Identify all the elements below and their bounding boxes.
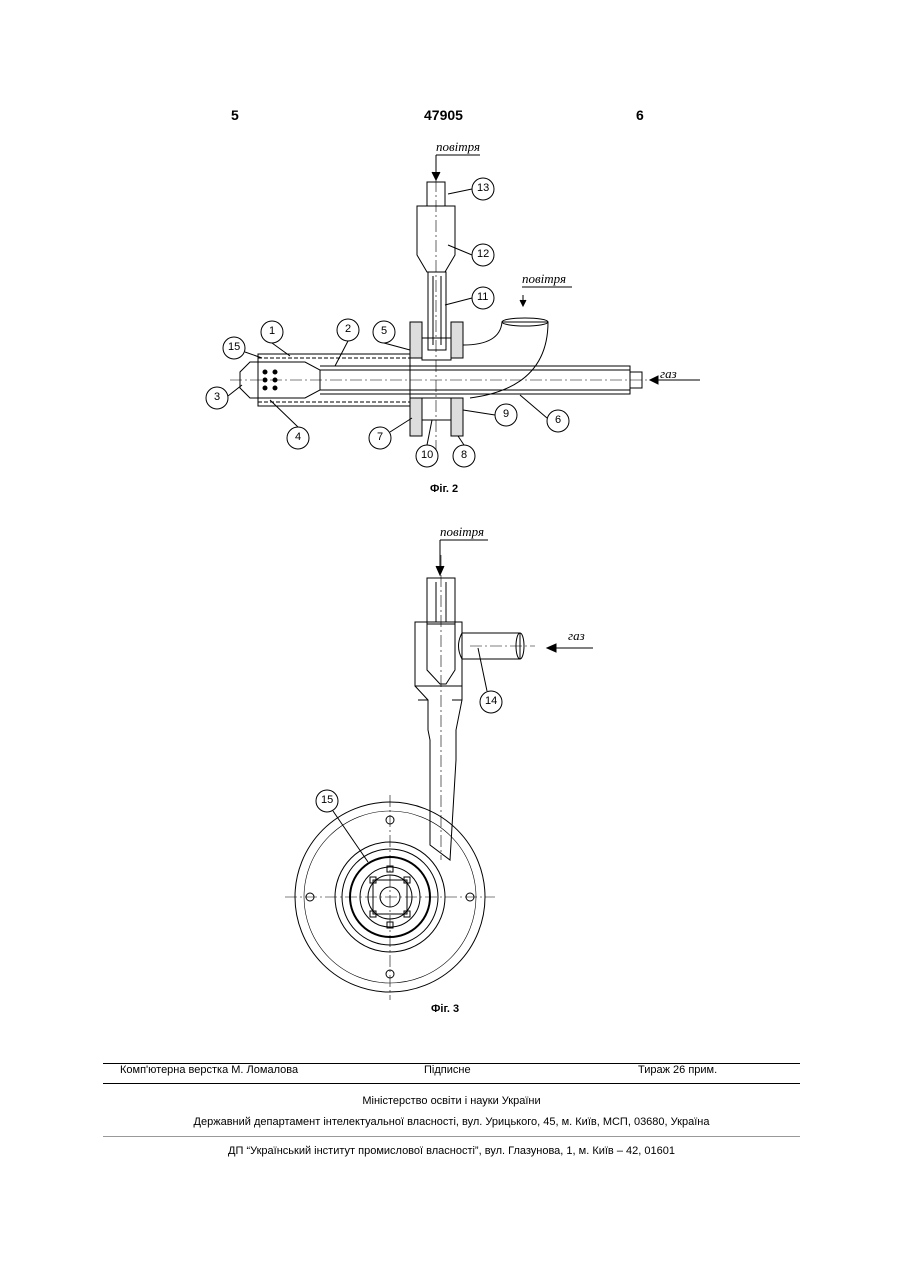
footer-rule-bottom	[103, 1136, 800, 1137]
ministry: Міністерство освіти і науки України	[103, 1095, 800, 1107]
circulation: Тираж 26 прим.	[638, 1064, 717, 1076]
fig3-callout-14: 14	[485, 695, 497, 707]
layout-credit: Комп'ютерна верстка М. Ломалова	[120, 1064, 298, 1076]
department: Державний департамент інтелектуальної вл…	[103, 1116, 800, 1128]
fig3-air-label: повітря	[440, 524, 484, 540]
footer-rule-mid	[103, 1083, 800, 1084]
signed-label: Підписне	[424, 1064, 471, 1076]
fig3-diffuser	[415, 686, 462, 860]
fig3-callout-15: 15	[321, 794, 333, 806]
fig3-gas-label: газ	[568, 628, 585, 644]
figure-3-caption: Фіг. 3	[431, 1003, 459, 1015]
institute: ДП “Український інститут промислової вла…	[103, 1145, 800, 1157]
